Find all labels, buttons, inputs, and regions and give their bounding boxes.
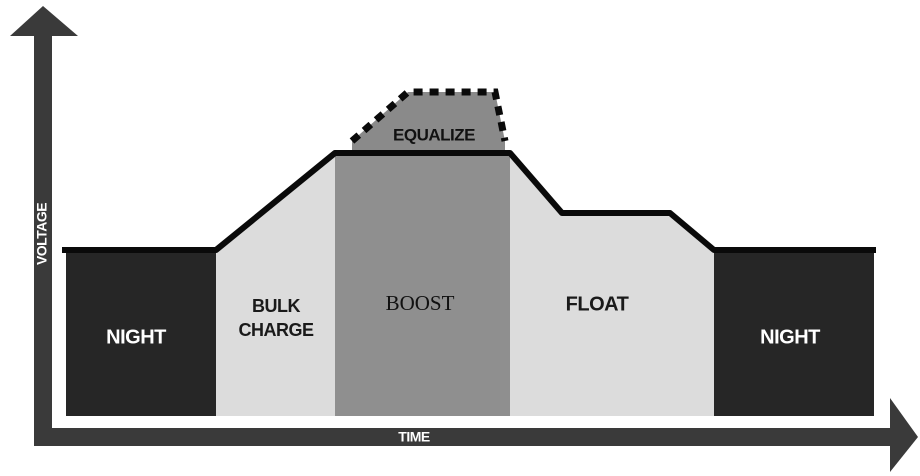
bulk-label-line1: BULK (252, 296, 300, 316)
bulk-charge-region (216, 153, 335, 416)
y-axis-arrowhead (10, 6, 78, 36)
equalize-label: EQUALIZE (393, 125, 475, 144)
x-axis-arrowhead (890, 398, 918, 472)
y-axis (34, 34, 52, 444)
equalize-dotted-curve (349, 88, 509, 144)
voltage-curve (62, 150, 876, 253)
x-axis-label: TIME (398, 429, 430, 445)
boost-region (335, 153, 510, 416)
boost-label: BOOST (386, 291, 455, 315)
bulk-label-line2: CHARGE (238, 320, 313, 340)
night-left-region (66, 250, 216, 416)
night-right-label: NIGHT (760, 326, 820, 348)
float-region (510, 153, 714, 416)
float-label: FLOAT (566, 293, 629, 315)
y-axis-label: VOLTAGE (34, 203, 50, 265)
x-axis (34, 428, 892, 446)
night-right-region (714, 250, 874, 416)
equalize-region (352, 92, 505, 153)
night-left-label: NIGHT (106, 326, 166, 348)
